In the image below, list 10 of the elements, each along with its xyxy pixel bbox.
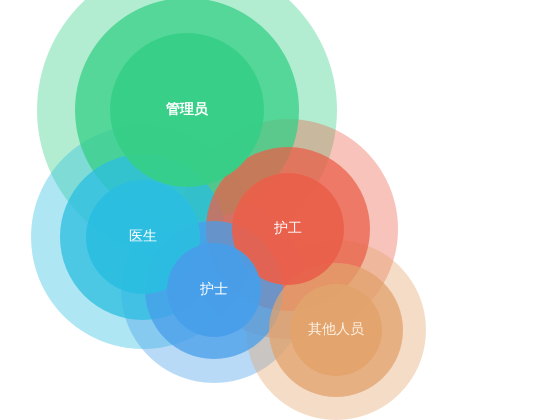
bubble-label: 医生 <box>129 229 157 245</box>
bubble-label: 其他人员 <box>308 322 364 338</box>
bubble <box>86 180 200 294</box>
bubble <box>232 173 344 285</box>
bubble-label: 管理员 <box>166 102 208 118</box>
bubble <box>290 284 382 376</box>
bubble-label: 护工 <box>274 221 302 237</box>
bubble <box>167 243 261 337</box>
bubble <box>110 33 264 187</box>
bubble-label: 护士 <box>200 282 228 298</box>
